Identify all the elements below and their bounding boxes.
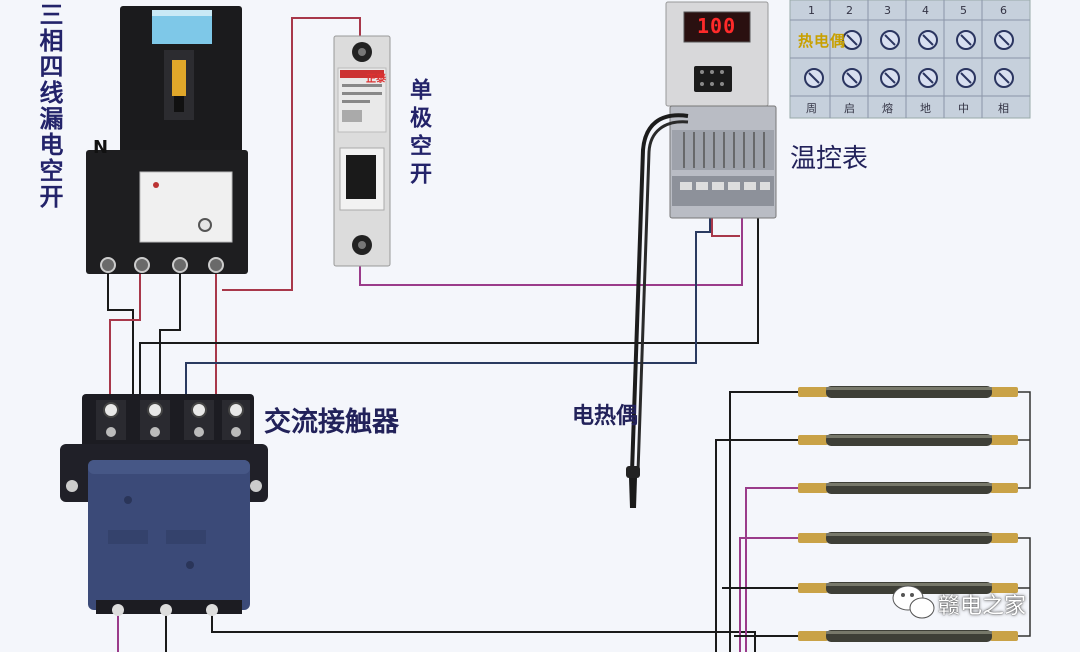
- heater-bus-purple-1: [745, 487, 805, 652]
- contactor-label: 交流接触器: [264, 407, 399, 438]
- thermocouple-label: 电热偶: [572, 404, 639, 429]
- heater-tubes: [798, 386, 1018, 642]
- heater-bracket-top: [1018, 391, 1031, 489]
- terminal-bottom-label: 熔: [882, 102, 893, 115]
- terminal-panel: [789, 0, 1031, 119]
- terminal-bottom-label: 中: [958, 102, 969, 115]
- terminal-bottom-label: 周: [806, 102, 817, 115]
- wire-controller-mid: [711, 215, 740, 237]
- terminal-number: 4: [922, 4, 929, 17]
- heater-bus-purple-2: [739, 537, 805, 652]
- wire-breaker-l2: [159, 270, 181, 400]
- wire-controller-coil-2: [185, 215, 711, 400]
- breaker-terminals: [100, 257, 224, 273]
- leakage-breaker-label: 三相四线漏电空开: [35, 2, 63, 210]
- temperature-controller: [665, 1, 777, 219]
- contactor-top-terminals: [96, 400, 250, 440]
- heater-tube: [798, 482, 1018, 494]
- terminal-bottom-label: 相: [998, 102, 1009, 115]
- wire-to-single-breaker: [222, 17, 361, 291]
- single-breaker-label: 单极空开: [406, 78, 431, 190]
- controller-display: 100: [697, 14, 737, 38]
- heater-bus-black-2: [715, 439, 805, 652]
- heater-bracket-bottom: [1018, 537, 1031, 637]
- temp-controller-label: 温控表: [790, 144, 869, 174]
- terminal-number: 5: [960, 4, 967, 17]
- heater-bus-black-1: [729, 391, 805, 652]
- thermocouple-probe: [626, 113, 689, 508]
- wire-breaker-n: [107, 270, 134, 400]
- leakage-breaker: [86, 6, 248, 274]
- wires: [107, 17, 1031, 652]
- watermark-text: 赣电之家: [938, 594, 1027, 619]
- heater-tube: [798, 532, 1018, 544]
- single-pole-breaker: [333, 35, 391, 267]
- n-terminal-label: N: [93, 137, 109, 158]
- wire-breaker-l1: [109, 270, 141, 400]
- single-breaker-brand: 正泰: [366, 74, 386, 85]
- heater-tube: [798, 386, 1018, 398]
- wire-single-to-controller: [359, 215, 743, 286]
- heater-tube: [798, 434, 1018, 446]
- terminal-number: 6: [1000, 4, 1007, 17]
- wire-out-3: [211, 610, 756, 652]
- wechat-icon: [892, 585, 935, 619]
- terminal-number: 1: [808, 4, 815, 17]
- terminal-bottom-label: 启: [844, 102, 855, 115]
- thermocouple-tag-label: 热电偶: [798, 32, 847, 50]
- terminal-bottom-label: 地: [920, 102, 931, 115]
- heater-tube: [798, 630, 1018, 642]
- wire-controller-coil-1: [139, 215, 759, 400]
- terminal-number: 3: [884, 4, 891, 17]
- ac-contactor: [60, 394, 268, 616]
- terminal-number: 2: [846, 4, 853, 17]
